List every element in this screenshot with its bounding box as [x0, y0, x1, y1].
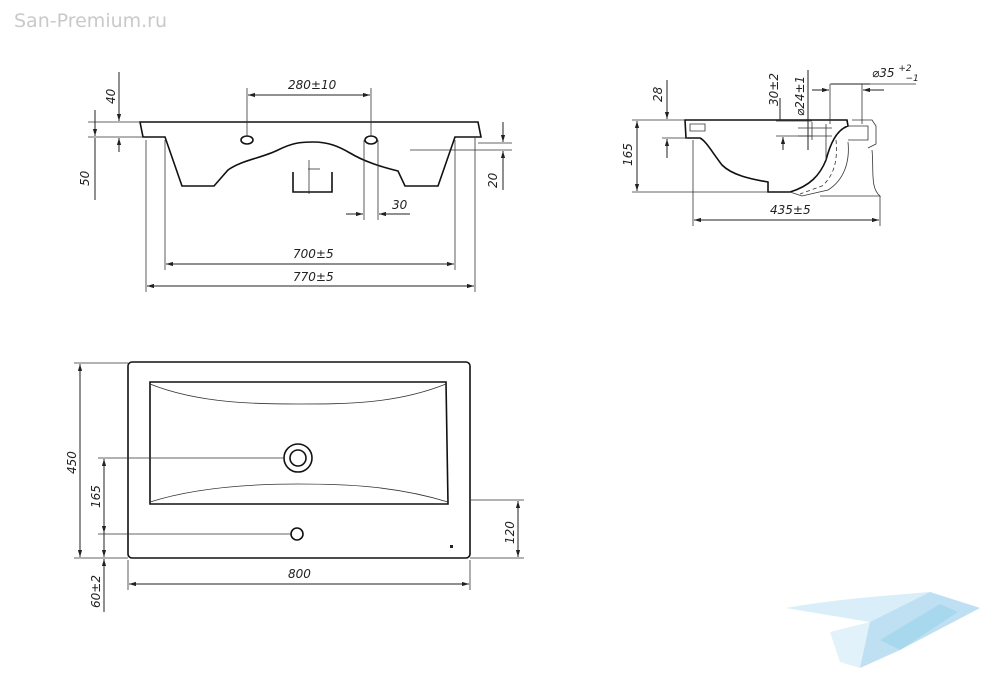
- top-view: 450 165 60±2 120 800: [65, 361, 524, 612]
- dim-drain-outer-lower: −1: [905, 74, 918, 84]
- dim-drain-position: 165: [89, 485, 103, 508]
- dim-top-width: 800: [288, 567, 311, 581]
- dim-right-height: 20: [486, 172, 500, 188]
- bird-logo: [786, 592, 980, 668]
- top-bowl-outline: [149, 381, 449, 505]
- tap-hole-top: [290, 527, 304, 541]
- dim-tap-position: 120: [503, 521, 517, 544]
- dim-drain-outer-upper: +2: [898, 64, 912, 74]
- dim-rim-height: 40: [104, 88, 118, 104]
- front-drain-outlet: [292, 172, 333, 193]
- front-basin-outline: [139, 121, 482, 187]
- drain-inner-circle: [289, 449, 307, 467]
- front-view: 280±10 40 50 20 30 700±5 770±5: [78, 72, 512, 292]
- dim-side-rim: 28: [651, 86, 665, 102]
- dim-drain-diameter: ⌀24±1: [793, 76, 807, 116]
- dim-left-height: 50: [78, 170, 92, 186]
- dim-inner-width: 700±5: [293, 247, 334, 261]
- tap-hole-left: [240, 135, 254, 145]
- dim-outer-width: 770±5: [293, 270, 334, 284]
- tap-hole-right: [364, 135, 378, 145]
- dim-hole-offset: 30: [392, 198, 408, 212]
- side-view: 28 165 435±5 30±2 ⌀24±1 ⌀35 +2 −1: [621, 60, 919, 226]
- dim-side-depth: 435±5: [770, 203, 811, 217]
- dim-overhang: 60±2: [89, 575, 103, 608]
- watermark-text: San-Premium.ru: [14, 10, 168, 32]
- dim-side-height: 165: [621, 143, 635, 166]
- dim-drain-outer-main: ⌀35: [872, 66, 895, 80]
- dim-tap-spacing: 280±10: [288, 78, 337, 92]
- dim-overflow: 30±2: [767, 73, 781, 106]
- side-basin-outline: [684, 119, 849, 193]
- dim-top-depth: 450: [65, 451, 79, 474]
- dim-drain-outer: ⌀35 +2 −1: [872, 60, 919, 84]
